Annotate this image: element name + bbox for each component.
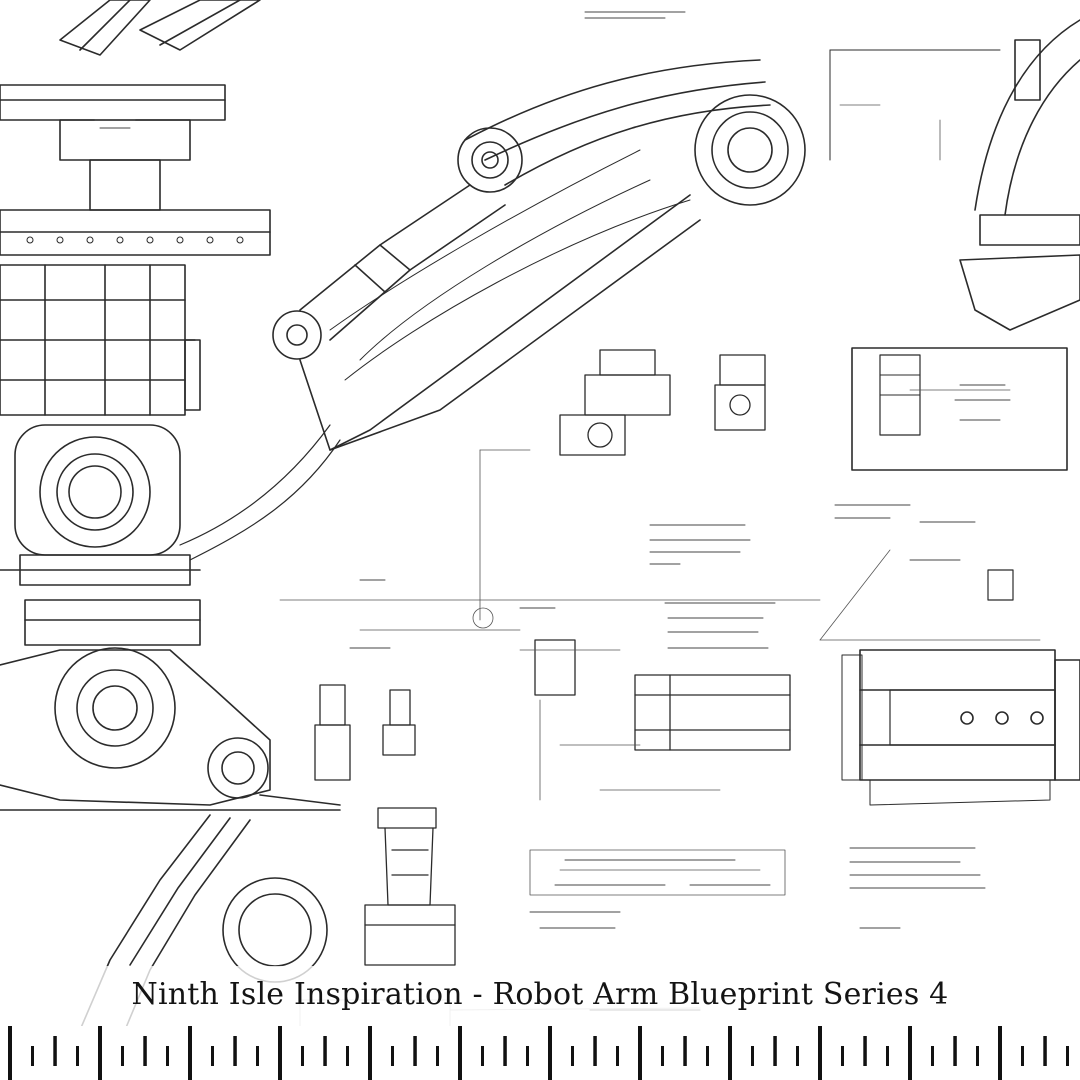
ruler-tick: [728, 1026, 732, 1080]
ruler-tick: [661, 1046, 664, 1066]
ruler-tick: [526, 1046, 529, 1066]
ruler-ticks: [8, 1026, 1069, 1080]
ruler-tick: [391, 1046, 394, 1066]
ruler-tick: [751, 1046, 754, 1066]
ruler-tick: [121, 1046, 124, 1066]
ruler-tick: [953, 1036, 957, 1066]
ruler-tick: [908, 1026, 912, 1080]
ruler-tick: [616, 1046, 619, 1066]
ruler-tick: [1066, 1046, 1069, 1066]
ruler-tick: [1043, 1036, 1047, 1066]
ruler-tick: [1021, 1046, 1024, 1066]
ruler-tick: [166, 1046, 169, 1066]
upper-arm-sketch: [179, 59, 806, 561]
right-arm-detail-sketch: [829, 19, 1080, 471]
ruler-tick: [323, 1036, 327, 1066]
ruler-strip: [0, 1026, 1080, 1080]
caption-backdrop: [0, 966, 1080, 1028]
ruler-tick: [706, 1046, 709, 1066]
ruler-tick: [571, 1046, 574, 1066]
ruler-tick: [638, 1026, 642, 1080]
ruler-tick: [931, 1046, 934, 1066]
annotation-scribbles: [94, 11, 1011, 1011]
ruler-tick: [683, 1036, 687, 1066]
ruler-tick: [976, 1046, 979, 1066]
ruler-tick: [593, 1036, 597, 1066]
ruler-tick: [436, 1046, 439, 1066]
ruler-tick: [188, 1026, 192, 1080]
ruler-tick: [8, 1026, 12, 1080]
small-parts-sketches: [314, 349, 791, 966]
caption-title: Ninth Isle Inspiration - Robot Arm Bluep…: [131, 977, 949, 1012]
ruler-tick: [841, 1046, 844, 1066]
ruler-tick: [31, 1046, 34, 1066]
ruler-tick: [458, 1026, 462, 1080]
ruler-tick: [548, 1026, 552, 1080]
ruler-tick: [796, 1046, 799, 1066]
ruler-background: [0, 1026, 1080, 1080]
ruler-tick: [301, 1046, 304, 1066]
ruler-tick: [818, 1026, 822, 1080]
ruler-tick: [76, 1046, 79, 1066]
ruler-tick: [98, 1026, 102, 1080]
dimension-lines: [279, 104, 1041, 896]
ruler-tick: [53, 1036, 57, 1066]
ruler-tick: [256, 1046, 259, 1066]
ruler-tick: [998, 1026, 1002, 1080]
ruler-tick: [278, 1026, 282, 1080]
base-turret-sketch: [0, 0, 341, 1031]
ruler-tick: [863, 1036, 867, 1066]
ruler-tick: [211, 1046, 214, 1066]
ruler-tick: [368, 1026, 372, 1080]
ruler-tick: [346, 1046, 349, 1066]
ruler-tick: [233, 1036, 237, 1066]
ruler-tick: [886, 1046, 889, 1066]
ruler-tick: [773, 1036, 777, 1066]
ruler-tick: [143, 1036, 147, 1066]
ruler-tick: [481, 1046, 484, 1066]
ruler-tick: [413, 1036, 417, 1066]
ruler-tick: [503, 1036, 507, 1066]
motor-housing-sketch: [841, 569, 1080, 806]
